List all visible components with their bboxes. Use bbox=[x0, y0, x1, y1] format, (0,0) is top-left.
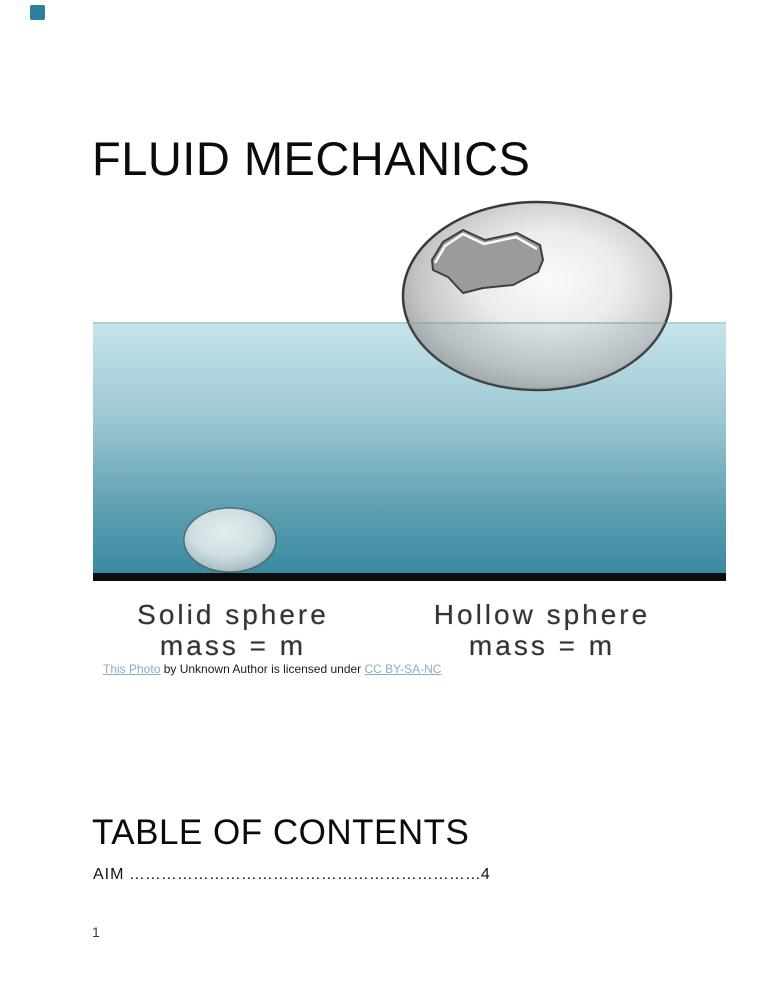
hollow-sphere-graphic bbox=[401, 200, 673, 392]
buoyancy-figure-svg bbox=[93, 200, 726, 581]
viewer-corner-marker bbox=[30, 5, 45, 20]
solid-sphere-graphic bbox=[183, 507, 277, 573]
toc-entry-label: AIM bbox=[93, 866, 125, 883]
toc-heading: TABLE OF CONTENTS bbox=[92, 813, 470, 852]
toc-entry-page: 4 bbox=[480, 866, 490, 883]
page-number: 1 bbox=[92, 924, 100, 940]
solid-sphere-label-line1: Solid sphere bbox=[137, 599, 329, 630]
buoyancy-figure bbox=[93, 192, 727, 585]
floor-line bbox=[93, 573, 726, 581]
figure-caption: This Photo by Unknown Author is licensed… bbox=[103, 662, 441, 676]
hollow-sphere-label-line1: Hollow sphere bbox=[433, 599, 651, 630]
caption-text: by Unknown Author is licensed under bbox=[160, 662, 365, 676]
toc-entry-aim: AIM …………………………………………………………4 bbox=[93, 866, 490, 884]
solid-sphere-label-line2: mass = m bbox=[159, 630, 307, 661]
caption-link-license[interactable]: CC BY-SA-NC bbox=[364, 662, 442, 676]
hollow-sphere-hole-rim bbox=[433, 232, 538, 264]
page-title: FLUID MECHANICS bbox=[92, 132, 531, 185]
caption-link-this-photo[interactable]: This Photo bbox=[103, 662, 161, 676]
hollow-sphere-label-line2: mass = m bbox=[468, 630, 616, 661]
hollow-sphere-label: Hollow sphere mass = m bbox=[392, 599, 692, 661]
solid-sphere-label: Solid sphere mass = m bbox=[83, 599, 383, 661]
hollow-sphere-hole bbox=[431, 229, 544, 294]
toc-entry-leader: ………………………………………………………… bbox=[124, 866, 481, 883]
